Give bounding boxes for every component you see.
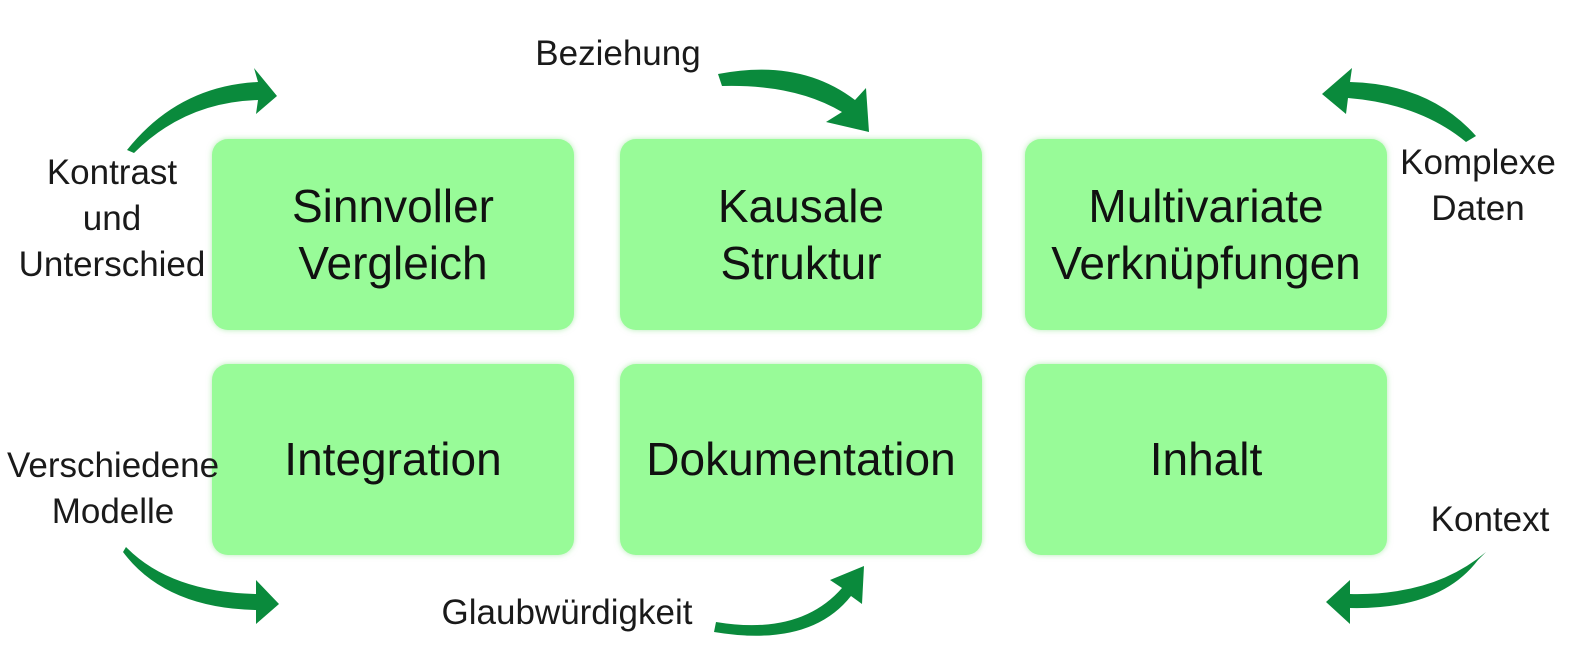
- label-contrast: Kontrast und Unterschied: [6, 150, 218, 288]
- box-line: Vergleich: [298, 236, 488, 289]
- label-line: Unterschied: [18, 245, 206, 284]
- box-line: Multivariate: [1088, 180, 1324, 233]
- box-documentation: Dokumentation: [620, 364, 982, 555]
- box-multivariate-links: Multivariate Verknüpfungen: [1025, 139, 1387, 330]
- box-integration: Integration: [212, 364, 574, 555]
- arrow-context: [1326, 552, 1486, 624]
- box-text: Dokumentation: [646, 431, 955, 487]
- box-meaningful-comparison: Sinnvoller Vergleich: [212, 139, 574, 330]
- label-line: Kontext: [1430, 500, 1550, 539]
- label-credibility: Glaubwürdigkeit: [412, 590, 722, 636]
- box-causal-structure: Kausale Struktur: [620, 139, 982, 330]
- box-line: Inhalt: [1149, 433, 1263, 486]
- box-line: Dokumentation: [646, 433, 956, 486]
- label-line: und: [82, 199, 142, 238]
- box-text: Multivariate Verknüpfungen: [1051, 178, 1361, 290]
- box-line: Struktur: [720, 236, 882, 289]
- label-line: Verschiedene: [6, 446, 220, 485]
- label-line: Komplexe: [1400, 143, 1556, 182]
- arrow-models: [123, 547, 279, 624]
- box-line: Kausale: [717, 180, 885, 233]
- label-line: Modelle: [51, 492, 175, 531]
- label-line: Glaubwürdigkeit: [441, 593, 693, 632]
- box-line: Verknüpfungen: [1051, 236, 1361, 289]
- label-different-models: Verschiedene Modelle: [0, 443, 226, 535]
- arrow-relation: [718, 69, 869, 132]
- arrow-complex: [1322, 68, 1476, 142]
- label-complex-data: Komplexe Daten: [1388, 140, 1568, 232]
- box-text: Integration: [284, 431, 501, 487]
- label-relation: Beziehung: [508, 31, 728, 77]
- box-line: Sinnvoller: [292, 180, 494, 233]
- box-text: Kausale Struktur: [718, 178, 884, 290]
- label-line: Beziehung: [535, 34, 701, 73]
- arrow-credibility: [714, 566, 864, 636]
- label-line: Kontrast: [46, 153, 178, 192]
- box-text: Inhalt: [1150, 431, 1263, 487]
- box-text: Sinnvoller Vergleich: [292, 178, 494, 290]
- label-context: Kontext: [1410, 497, 1570, 543]
- box-content: Inhalt: [1025, 364, 1387, 555]
- box-line: Integration: [284, 433, 502, 486]
- label-line: Daten: [1431, 189, 1525, 228]
- arrow-contrast: [127, 68, 277, 153]
